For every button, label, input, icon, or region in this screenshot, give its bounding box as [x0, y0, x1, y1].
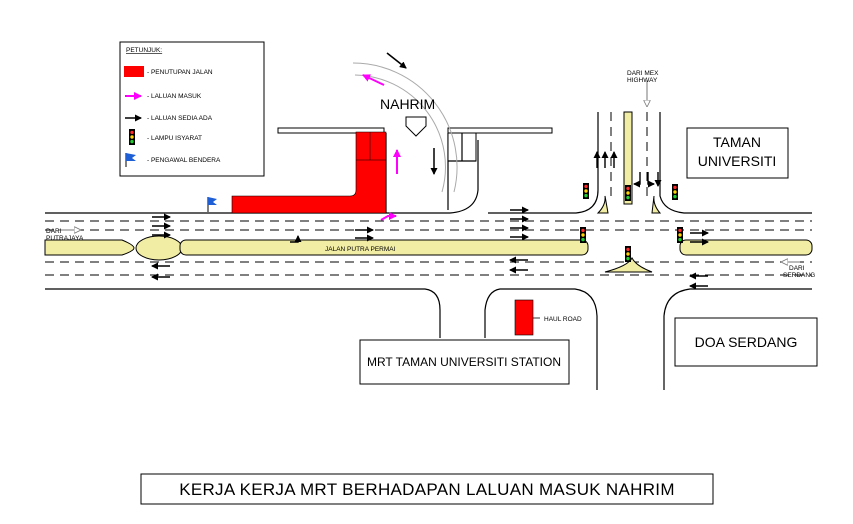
road-label-jalan-putra-permai: JALAN PUTRA PERMAI	[325, 246, 396, 253]
mrt-station-box	[359, 339, 570, 385]
traffic-light-n	[625, 185, 631, 201]
closure-haul-road	[514, 299, 534, 336]
roundabout-island	[135, 235, 183, 261]
label-doa-serdang: DOA SERDANG	[695, 334, 798, 350]
arrow-exit-nahrim	[386, 52, 407, 69]
traffic-light-e	[677, 227, 683, 243]
diagram-title: KERJA KERJA MRT BERHADAPAN LALUAN MASUK …	[179, 480, 675, 499]
legend: PETUNJUK: - PENUTUPAN JALAN - LALUAN MAS…	[119, 41, 265, 177]
label-dari-mex: DARI MEX	[627, 70, 659, 77]
label-dari-putrajaya: DARI	[46, 228, 62, 235]
nahrim-access: NAHRIM	[277, 52, 553, 221]
median-west	[44, 239, 135, 256]
label-haul-road: HAUL ROAD	[544, 316, 582, 323]
label-dari-mex-highway: HIGHWAY	[627, 77, 658, 84]
doa-serdang-box	[674, 317, 818, 367]
traffic-light-w	[580, 227, 586, 243]
arrow-entry-turn	[380, 212, 397, 221]
legend-item-closure: - PENUTUPAN JALAN	[147, 69, 213, 76]
legend-item-traffic-light: - LAMPU ISYARAT	[147, 135, 202, 142]
label-mrt-station: MRT TAMAN UNIVERSITI STATION	[367, 355, 561, 369]
closure-nahrim	[231, 131, 387, 214]
traffic-light-s	[625, 246, 631, 262]
legend-item-existing: - LALUAN SEDIA ADA	[147, 115, 213, 122]
nahrim-bridge-west	[277, 127, 385, 134]
mex-road: DARI MEX HIGHWAY	[596, 70, 662, 214]
median-east	[679, 239, 813, 256]
blue-flag-icon	[125, 153, 136, 167]
label-taman: TAMAN	[713, 134, 761, 150]
red-closure-swatch	[124, 66, 144, 77]
median-mex	[623, 111, 633, 205]
label-putrajaya: PUTRAJAYA	[46, 235, 84, 242]
traffic-light-nw	[583, 183, 589, 199]
title-box	[140, 473, 714, 505]
label-serdang: SERDANG	[783, 272, 815, 279]
traffic-light-icon	[129, 129, 135, 145]
traffic-arrows	[151, 151, 709, 290]
taman-universiti-box	[686, 127, 789, 179]
legend-heading: PETUNJUK:	[126, 47, 162, 54]
label-nahrim: NAHRIM	[380, 96, 435, 112]
arrow-entry-nahrim	[362, 74, 385, 86]
label-dari-serdang: DARI	[789, 265, 805, 272]
nahrim-bridge-east	[447, 127, 553, 134]
label-universiti: UNIVERSITI	[698, 153, 777, 169]
guardhouse-icon	[405, 116, 427, 137]
flagman-icon	[207, 197, 217, 212]
legend-item-entry: - LALUAN MASUK	[147, 93, 202, 100]
legend-item-flagman: - PENGAWAL BENDERA	[147, 157, 221, 164]
traffic-light-ne	[672, 184, 678, 200]
median-triangle	[604, 256, 653, 273]
median-centre	[179, 239, 589, 256]
legend-box	[119, 41, 265, 177]
road-closure	[231, 131, 534, 336]
